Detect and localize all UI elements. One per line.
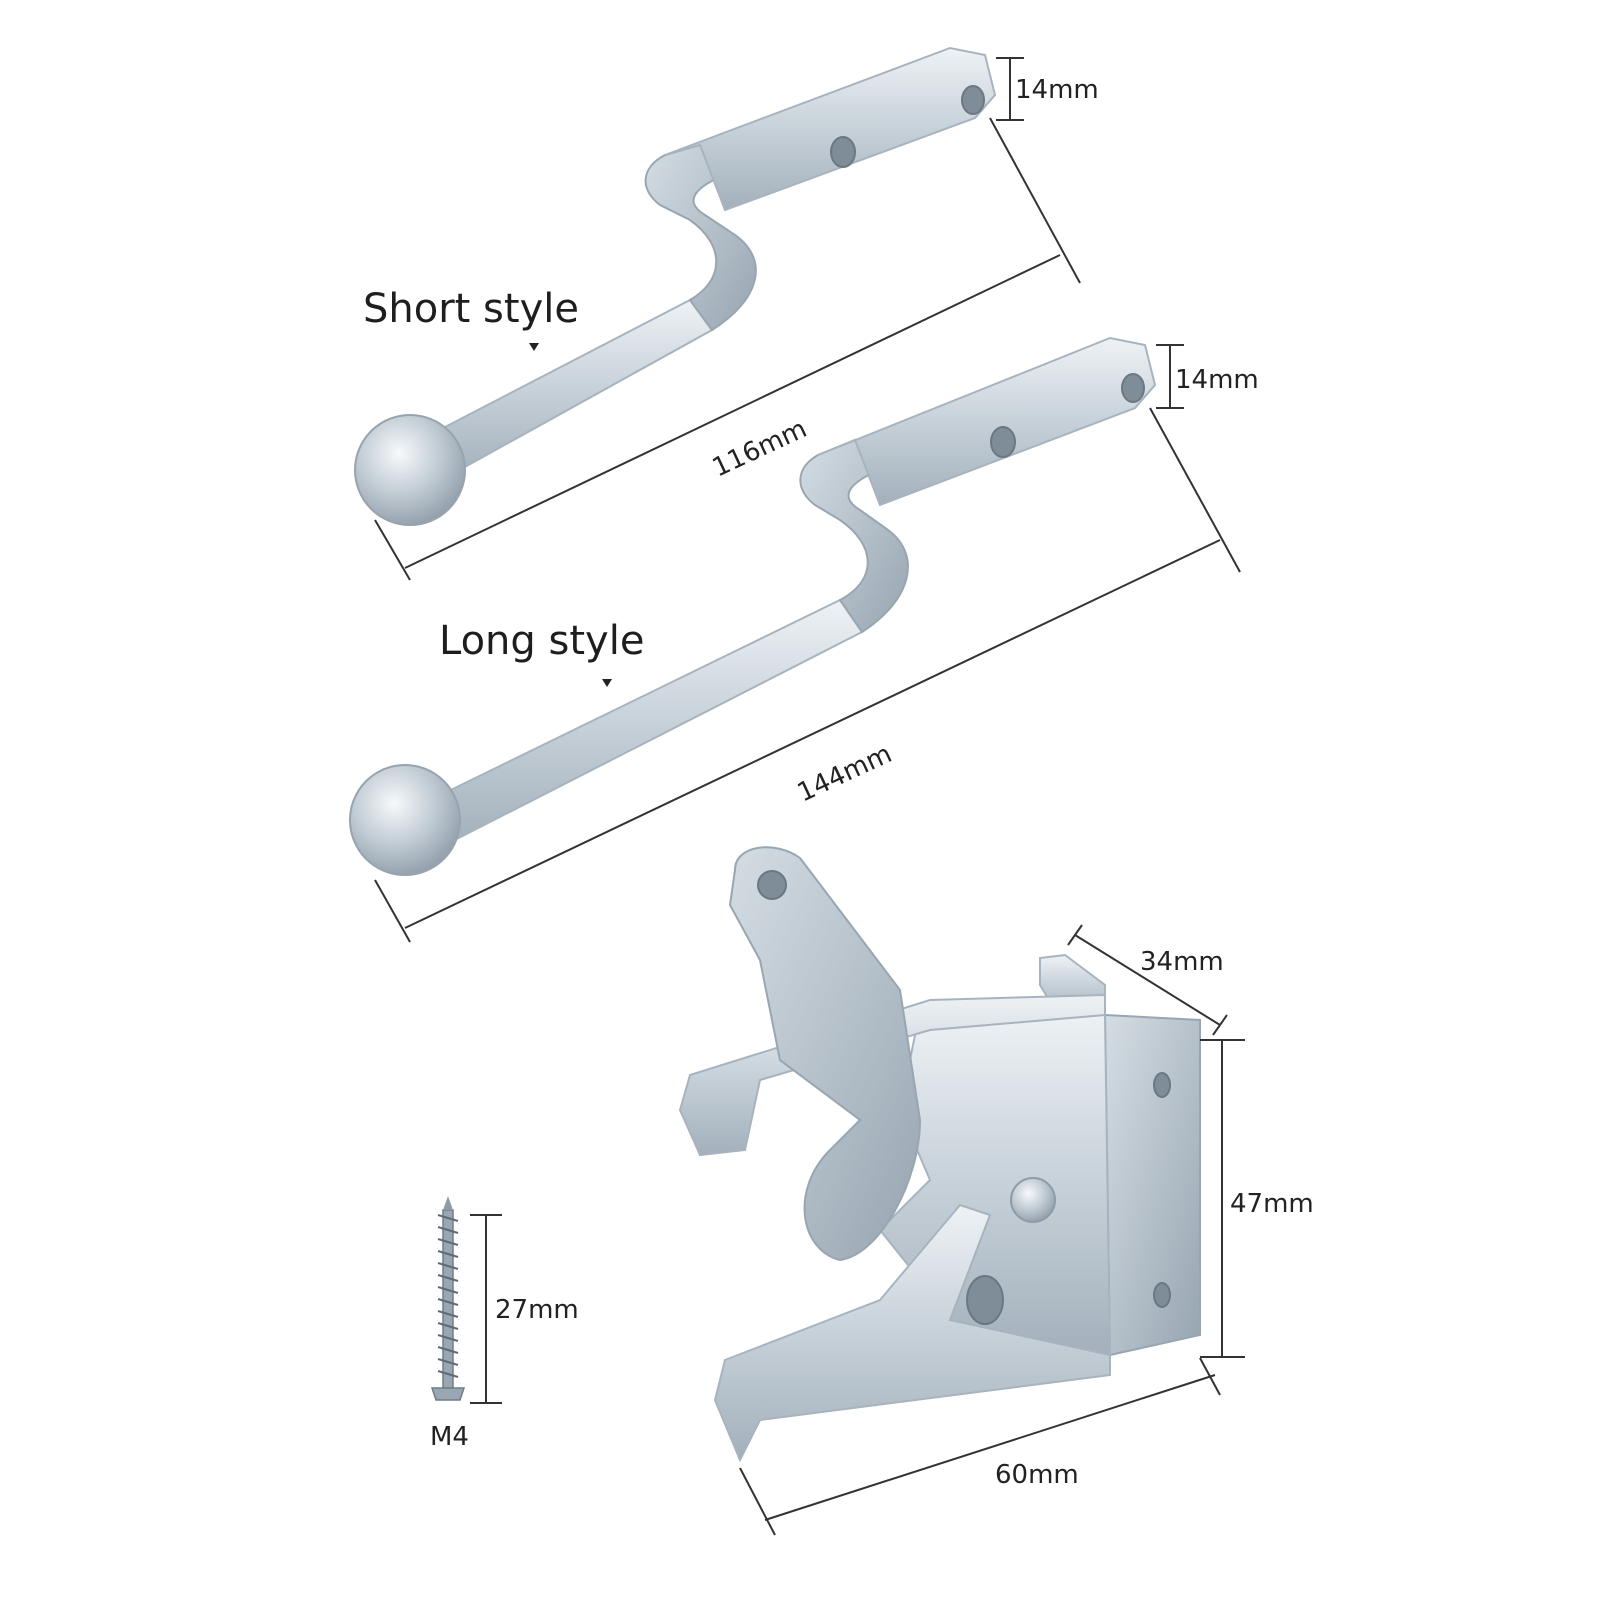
short-handle-plate [664,46,997,212]
latch-lever-hole [757,870,787,900]
screw-thread [437,1214,459,1378]
latch-lower-guide [713,1203,1111,1463]
latch-width-dim-line [764,1374,1216,1521]
long-plate-width-label: 14mm [1175,365,1259,395]
short-style-label: Short style [363,286,579,332]
long-style-handle [349,336,1157,876]
long-handle-ball [349,764,461,876]
latch-height-label: 47mm [1230,1189,1314,1219]
short-length-label: 116mm [708,414,812,484]
screw-length-label: 27mm [495,1295,579,1325]
latch-side-hole-top [1153,1072,1171,1098]
screw-tip [443,1196,453,1210]
latch-body-hole [966,1275,1004,1325]
screw-size-label: M4 [430,1422,469,1452]
short-plate-hole-1 [830,136,856,168]
long-plate-hole-1 [990,426,1016,458]
long-plate-hole-2 [1121,373,1145,403]
latch-depth-label: 34mm [1140,947,1224,977]
short-length-dim-line [404,254,1061,569]
latch-lever [728,846,922,1262]
screw [430,1196,466,1401]
short-plate-width-label: 14mm [1015,75,1099,105]
short-plate-hole-2 [961,85,985,115]
short-style-arrow-icon [529,343,539,351]
latch-side-hole-bottom [1153,1282,1171,1308]
short-style-handle [354,46,997,526]
short-handle-ball [354,414,466,526]
latch-pivot-pin [1010,1177,1056,1223]
long-style-label: Long style [439,618,644,664]
long-handle-plate [817,336,1157,507]
dimension-lines [374,57,1245,1536]
long-length-label: 144mm [793,739,897,809]
latch-width-label: 60mm [995,1460,1079,1490]
latch-side-plate [1103,1013,1201,1357]
latch-depth-dim-line [1074,934,1221,1026]
long-length-dim-line [404,539,1221,929]
long-style-arrow-icon [602,679,612,687]
screw-head [430,1387,466,1401]
gate-latch [678,846,1201,1463]
